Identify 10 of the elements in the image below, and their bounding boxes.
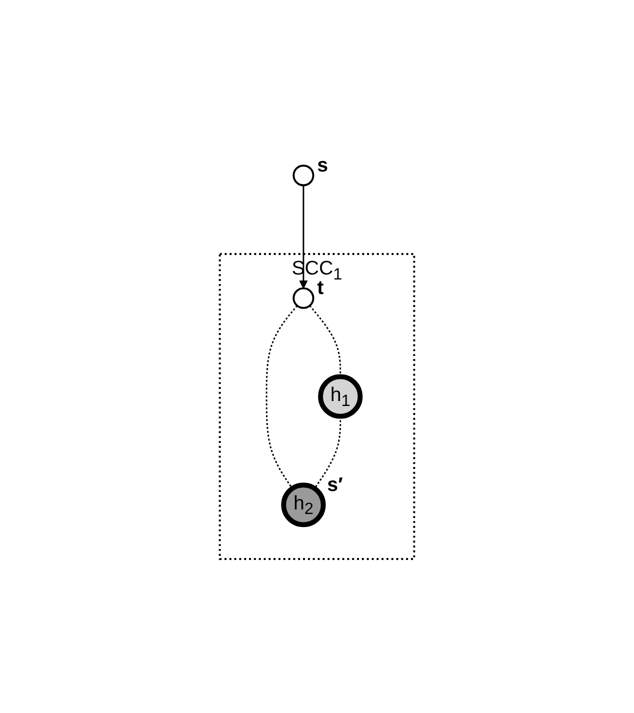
node-circle: h$_{2}$ [281,482,326,527]
connector [266,304,298,488]
node-caption: s [317,154,328,176]
node-caption: t [317,276,324,299]
arrow [299,184,308,288]
node-circle: h$_{1}$ [318,374,363,418]
node-circle [292,286,314,308]
connector [309,304,342,376]
node-circle [292,164,314,186]
node-caption: s′ [327,474,343,496]
